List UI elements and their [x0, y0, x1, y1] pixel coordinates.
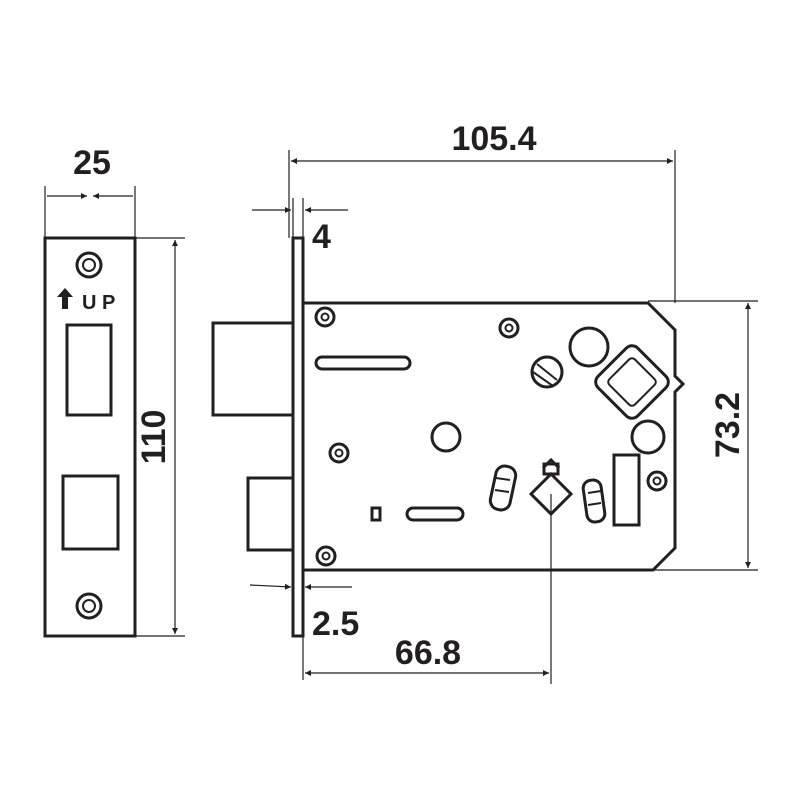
up-arrow-icon	[57, 288, 73, 309]
latch-block	[612, 453, 641, 527]
left-lever-icon	[488, 464, 518, 512]
screw-icon	[646, 470, 668, 492]
faceplate: U P	[43, 236, 137, 638]
lock-case	[303, 301, 686, 572]
faceplate-height-dimension: 110	[135, 237, 185, 637]
latch-opening	[65, 323, 113, 417]
faceplate-width-dimension: 25	[44, 144, 136, 238]
dead-bolt	[246, 476, 293, 552]
bolt-opening	[61, 474, 120, 551]
small-slot	[370, 506, 382, 522]
overall-depth-label: 105.4	[451, 120, 536, 158]
screw-icon	[328, 442, 350, 464]
lock-body	[211, 236, 686, 638]
screw-icon	[314, 306, 336, 328]
forend-thickness-label: 4	[312, 218, 331, 256]
screw-icon	[315, 545, 337, 567]
body-height-label: 73.2	[709, 392, 747, 458]
backset-dimension: 66.8	[305, 494, 552, 684]
faceplate-width-label: 25	[73, 144, 111, 182]
forend-offset-label: 2.5	[312, 605, 359, 643]
follower-hub-icon	[568, 326, 610, 368]
stop-pin-icon	[630, 419, 666, 455]
spindle-hole-icon	[430, 421, 462, 453]
right-lever-icon	[581, 478, 607, 524]
backset-label: 66.8	[395, 634, 461, 672]
bottom-screw-hole-icon	[75, 592, 103, 620]
faceplate-height-label: 110	[135, 410, 173, 465]
square-spindle-hub-icon	[594, 344, 670, 420]
forend-thickness-dimension: 4	[252, 198, 348, 256]
top-screw-hole-icon	[75, 251, 103, 279]
forend-plate	[291, 236, 305, 638]
latch-slot	[314, 355, 412, 371]
up-label: U P	[82, 292, 115, 314]
overall-depth-dimension: 105.4	[288, 120, 676, 303]
faceplate-outline	[43, 236, 137, 638]
latch-bolt	[211, 321, 293, 417]
body-height-dimension: 73.2	[648, 300, 758, 571]
bolt-slot	[405, 506, 465, 522]
forend-offset-dimension: 2.5	[249, 570, 359, 680]
cam-pin-icon	[530, 355, 564, 389]
screw-icon	[498, 317, 520, 339]
